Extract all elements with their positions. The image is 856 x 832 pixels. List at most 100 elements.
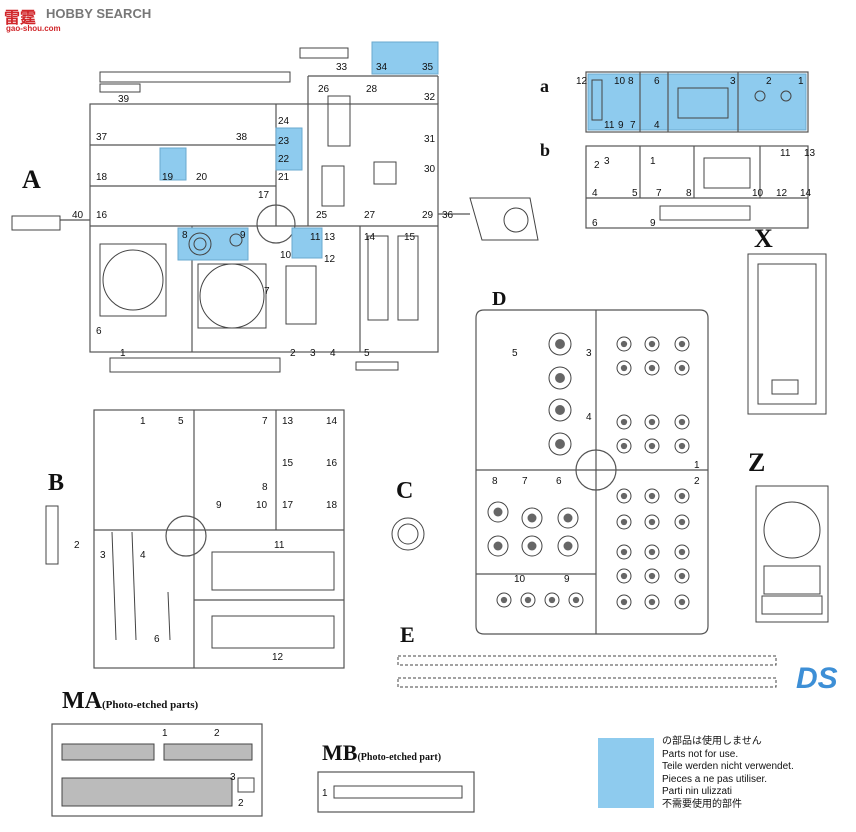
watermark-cn-text: 雷霆 [4, 10, 37, 27]
sa-num-10: 10 [614, 76, 626, 87]
a-num-21: 21 [278, 172, 290, 183]
d-sprocket-5-hub [563, 541, 573, 551]
d-idler-3 [568, 592, 584, 608]
a-num-14: 14 [364, 232, 376, 243]
sb-num-12: 12 [776, 188, 788, 199]
d-road-wheel-6-0-hub [620, 548, 628, 556]
d-road-wheel-4-0-hub [620, 492, 628, 500]
watermark: 雷霆 HOBBY SEARCH gao-shou.com [4, 4, 164, 36]
legend-line-ja: の部品は使用しません [662, 736, 762, 747]
sprue-label-A: A [22, 165, 41, 194]
part-X [747, 253, 827, 415]
sa-num-12: 12 [576, 76, 588, 87]
d-road-wheel-1-1 [644, 360, 660, 376]
d-num-5: 5 [512, 348, 518, 359]
tracks-E [397, 655, 777, 688]
d-road-wheel-8-1-hub [648, 598, 656, 606]
a-num-20: 20 [196, 172, 208, 183]
sprue-A-highlight-22-23 [275, 127, 303, 171]
sb-num-8: 8 [686, 188, 692, 199]
d-sprocket-1-hub [527, 513, 537, 523]
mb-letters: MB [322, 740, 358, 765]
b-num-12: 12 [272, 652, 284, 663]
d-road-wheel-2-2-hub [678, 418, 686, 426]
sprue-D-wheels [487, 332, 690, 610]
sa-num-9: 9 [618, 120, 624, 131]
sprue-A-highlight-19 [159, 147, 187, 181]
a-num-5: 5 [364, 348, 370, 359]
a-num-4: 4 [330, 348, 336, 359]
d-road-wheel-7-0 [616, 568, 632, 584]
a-num-35: 35 [422, 62, 434, 73]
d-road-wheel-2-1 [644, 414, 660, 430]
d-drive-wheel-1-hub [555, 373, 565, 383]
d-idler-3-hub [572, 596, 580, 604]
sb-num-13: 13 [804, 148, 816, 159]
b-num-16: 16 [326, 458, 338, 469]
d-road-wheel-5-1 [644, 514, 660, 530]
sb-num-4: 4 [592, 188, 598, 199]
sprue-D: 5 3 4 1 2 8 7 6 10 9 [475, 309, 709, 635]
ma-letters: MA [62, 688, 102, 714]
sb-num-5: 5 [632, 188, 638, 199]
d-idler-2-hub [548, 596, 556, 604]
d-road-wheel-0-0-hub [620, 340, 628, 348]
sprue-label-X: X [754, 224, 773, 253]
d-sprocket-3 [487, 535, 509, 557]
b-num-18: 18 [326, 500, 338, 511]
d-road-wheel-3-1 [644, 438, 660, 454]
sprue-label-MA: MA(Photo-etched parts) [62, 688, 198, 715]
d-idler-1 [520, 592, 536, 608]
d-idler-0-hub [500, 596, 508, 604]
sa-num-11: 11 [604, 120, 615, 131]
d-road-wheel-3-2 [674, 438, 690, 454]
watermark-site-text: HOBBY SEARCH [46, 6, 152, 21]
a-num-40: 40 [72, 210, 84, 221]
d-road-wheel-7-2 [674, 568, 690, 584]
a-num-1: 1 [120, 348, 126, 359]
a-num-3: 3 [310, 348, 316, 359]
d-sprocket-0 [487, 501, 509, 523]
d-idler-2 [544, 592, 560, 608]
sa-num-4: 4 [654, 120, 660, 131]
d-drive-wheel-1 [548, 366, 572, 390]
sprue-label-Z: Z [748, 448, 766, 477]
ma-num-2b: 2 [238, 798, 244, 809]
a-num-11: 11 [310, 232, 321, 243]
d-road-wheel-2-0 [616, 414, 632, 430]
d-drive-wheel-3 [548, 432, 572, 456]
d-sprocket-1 [521, 507, 543, 529]
sprue-A: 39 33 34 35 37 38 24 23 22 21 26 28 32 3… [11, 41, 539, 373]
d-num-1: 1 [694, 460, 700, 471]
b-num-8: 8 [262, 482, 268, 493]
d-road-wheel-4-2-hub [678, 492, 686, 500]
a-num-6: 6 [96, 326, 102, 337]
a-num-18: 18 [96, 172, 108, 183]
sprue-label-C: C [396, 478, 414, 504]
sprue-b: 2 3 1 11 13 4 5 7 8 10 12 14 6 9 [585, 145, 816, 229]
a-num-26: 26 [318, 84, 330, 95]
d-road-wheel-5-0-hub [620, 518, 628, 526]
d-road-wheel-7-1 [644, 568, 660, 584]
sprue-a: 12 10 8 6 3 2 1 11 9 7 4 [576, 71, 809, 133]
d-road-wheel-1-0 [616, 360, 632, 376]
d-road-wheel-6-0 [616, 544, 632, 560]
a-num-28: 28 [366, 84, 378, 95]
d-road-wheel-1-1-hub [648, 364, 656, 372]
d-idler-0 [496, 592, 512, 608]
d-road-wheel-4-2 [674, 488, 690, 504]
sb-num-6: 6 [592, 218, 598, 229]
b-num-5: 5 [178, 416, 184, 427]
a-num-23: 23 [278, 136, 290, 147]
a-num-30: 30 [424, 164, 436, 175]
d-road-wheel-2-0-hub [620, 418, 628, 426]
d-road-wheel-7-0-hub [620, 572, 628, 580]
d-road-wheel-3-0-hub [620, 442, 628, 450]
a-num-16: 16 [96, 210, 108, 221]
a-num-9: 9 [240, 230, 246, 241]
legend-swatch [598, 738, 654, 808]
d-road-wheel-4-1 [644, 488, 660, 504]
d-road-wheel-6-2 [674, 544, 690, 560]
d-sprocket-0-hub [493, 507, 503, 517]
